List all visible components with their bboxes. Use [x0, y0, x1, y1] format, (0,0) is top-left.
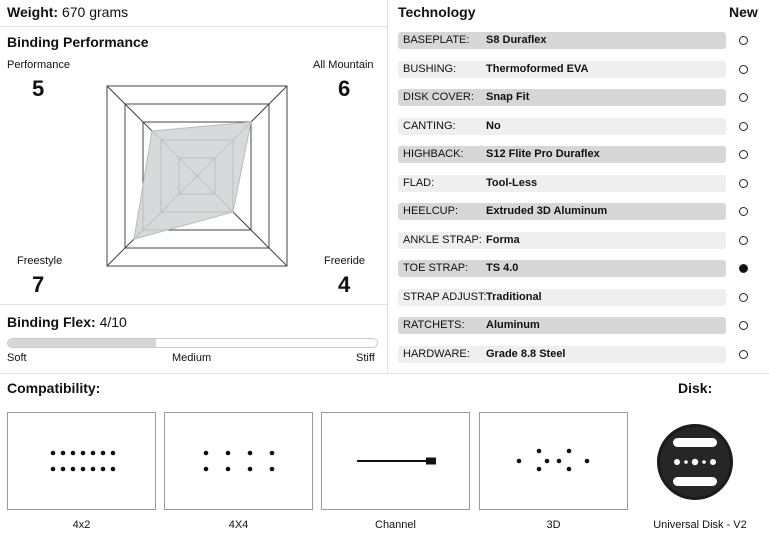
universal-disk-icon: [657, 424, 733, 500]
radar-value-freeride: 4: [338, 272, 351, 297]
divider-weight: [0, 26, 387, 27]
tech-row: CANTING: No: [398, 117, 726, 135]
tech-row: DISK COVER: Snap Fit: [398, 89, 726, 106]
new-indicator: [739, 121, 748, 131]
channel-icon: [357, 457, 436, 465]
binding-flex-label: Binding Flex:: [7, 314, 96, 330]
tech-row-key: ANKLE STRAP:: [403, 233, 482, 246]
radar-value-freestyle: 7: [32, 272, 45, 297]
new-indicator: [739, 235, 748, 245]
tech-row: BUSHING: Thermoformed EVA: [398, 60, 726, 78]
tech-row-key: CANTING:: [403, 119, 456, 132]
new-indicator: [739, 178, 748, 188]
tech-row: FLAD: Tool-Less: [398, 174, 726, 192]
new-indicator: [739, 207, 748, 216]
tech-row-value: S12 Flite Pro Duraflex: [486, 148, 600, 160]
flex-soft-label: Soft: [7, 352, 27, 364]
radar-value-all-mountain: 6: [338, 76, 351, 101]
tech-row-key: HEELCUP:: [403, 205, 459, 217]
flex-medium-label: Medium: [172, 352, 212, 364]
radar-value-performance: 5: [32, 76, 45, 101]
new-indicator: [739, 93, 748, 102]
disk-title: Disk:: [678, 380, 713, 396]
tech-row-key: STRAP ADJUST:: [403, 290, 487, 303]
tech-row: RATCHETS: Aluminum: [398, 317, 726, 334]
tech-row-key: HIGHBACK:: [403, 148, 464, 160]
tech-row-key: BASEPLATE:: [403, 34, 470, 46]
new-indicator: [739, 64, 748, 74]
binding-flex-value: 4/10: [99, 314, 127, 330]
tech-row-value: TS 4.0: [486, 262, 519, 274]
tech-row-value: No: [486, 119, 501, 132]
compat-label-3d: 3D: [546, 519, 561, 531]
weight-value: 670 grams: [61, 4, 129, 20]
new-indicator: [739, 150, 748, 159]
radar-chart: [106, 85, 288, 267]
flex-stiff-label: Stiff: [356, 352, 375, 364]
radar-label-performance: Performance: [7, 59, 70, 71]
compat-label-channel: Channel: [375, 519, 416, 531]
tech-row-value: S8 Duraflex: [486, 34, 547, 46]
tech-row-value: Tool-Less: [486, 176, 538, 189]
tech-row: ANKLE STRAP: Forma: [398, 231, 726, 249]
radar-grid: [106, 85, 288, 267]
flex-bar-fill: [8, 339, 156, 347]
tech-row-key: RATCHETS:: [403, 319, 465, 331]
radar-area: [133, 121, 252, 240]
compat-box-4x2: [7, 412, 156, 510]
technology-title: Technology: [398, 4, 476, 20]
compat-box-3d: [479, 412, 628, 510]
new-indicator: [739, 264, 748, 273]
tech-row-value: Aluminum: [486, 319, 540, 331]
flex-bar: [7, 338, 378, 348]
tech-row: HARDWARE: Grade 8.8 Steel: [398, 345, 726, 363]
tech-row-key: HARDWARE:: [403, 347, 470, 360]
tech-row: HIGHBACK: S12 Flite Pro Duraflex: [398, 146, 726, 163]
weight-label: Weight:: [7, 4, 59, 20]
compatibility-title: Compatibility:: [7, 380, 101, 396]
tech-row-value: Thermoformed EVA: [486, 62, 589, 75]
new-indicator: [739, 349, 748, 359]
vertical-divider: [387, 0, 388, 373]
compat-box-4x4: [164, 412, 313, 510]
tech-row-value: Extruded 3D Aluminum: [486, 205, 608, 217]
new-indicator: [739, 321, 748, 330]
new-indicator: [739, 292, 748, 302]
binding-flex-row: Binding Flex: 4/10: [7, 314, 127, 330]
new-indicator: [739, 36, 748, 45]
tech-row: BASEPLATE: S8 Duraflex: [398, 32, 726, 49]
radar-label-freestyle: Freestyle: [17, 255, 63, 267]
divider-compat: [0, 373, 769, 374]
radar-label-all-mountain: All Mountain: [313, 59, 374, 71]
weight-row: Weight: 670 grams: [7, 4, 128, 20]
compat-box-channel: [321, 412, 470, 510]
tech-row-key: FLAD:: [403, 176, 435, 189]
tech-row-value: Traditional: [486, 290, 542, 303]
radar-label-freeride: Freeride: [324, 255, 365, 267]
tech-row-key: TOE STRAP:: [403, 262, 469, 274]
compat-label-4x4: 4X4: [228, 519, 249, 531]
hole-pattern-3d-icon: [516, 448, 590, 472]
new-column-title: New: [729, 4, 758, 20]
hole-pattern-4x4-icon: [203, 450, 275, 472]
divider-flex: [0, 304, 387, 305]
tech-row: STRAP ADJUST:Traditional: [398, 288, 726, 306]
compat-label-4x2: 4x2: [72, 519, 91, 531]
tech-row-key: DISK COVER:: [403, 91, 474, 103]
tech-row-key: BUSHING:: [403, 62, 457, 75]
tech-row: HEELCUP: Extruded 3D Aluminum: [398, 203, 726, 220]
disk-label: Universal Disk - V2: [653, 519, 747, 531]
binding-performance-title: Binding Performance: [7, 34, 149, 50]
tech-row: TOE STRAP: TS 4.0: [398, 260, 726, 277]
tech-row-value: Forma: [486, 233, 520, 246]
tech-row-value: Snap Fit: [486, 91, 530, 103]
tech-row-value: Grade 8.8 Steel: [486, 347, 566, 360]
hole-pattern-4x2-icon: [50, 450, 116, 472]
